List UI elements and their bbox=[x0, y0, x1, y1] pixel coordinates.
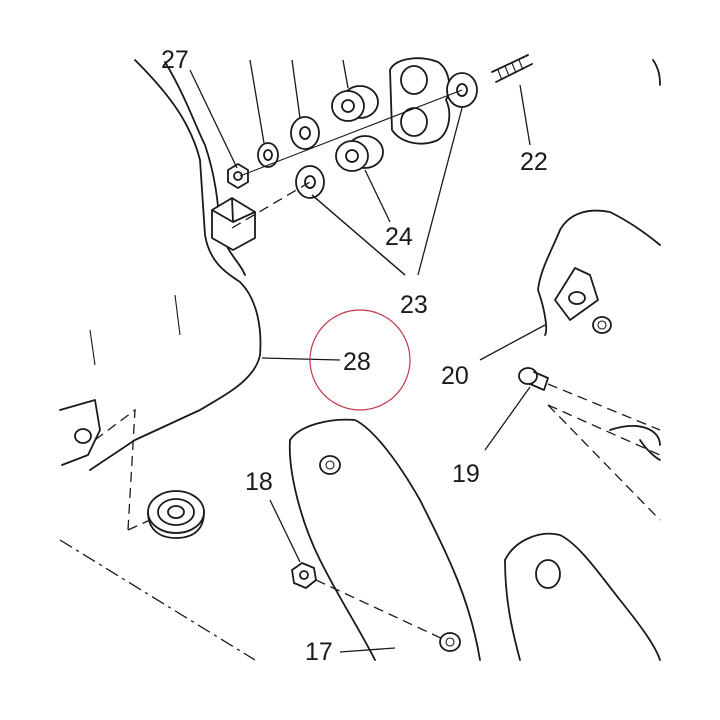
callout-17: 17 bbox=[305, 638, 333, 666]
right-lower-panel bbox=[504, 425, 661, 661]
hardware-stack bbox=[227, 54, 533, 229]
leader-lines bbox=[189, 59, 546, 653]
lower-guard bbox=[288, 418, 481, 661]
side-cover bbox=[537, 59, 661, 336]
callout-18: 18 bbox=[245, 468, 273, 496]
callout-23: 23 bbox=[400, 291, 428, 319]
assembly-lines bbox=[59, 408, 256, 661]
spacer-block bbox=[211, 197, 256, 251]
bolt-19 bbox=[518, 367, 661, 521]
nut-18 bbox=[291, 562, 446, 641]
callout-27: 27 bbox=[161, 46, 189, 74]
callout-28: 28 bbox=[343, 348, 371, 376]
callout-19: 19 bbox=[452, 460, 480, 488]
highlight-circle bbox=[309, 309, 411, 411]
callout-20: 20 bbox=[441, 362, 469, 390]
frame-bracket bbox=[59, 59, 262, 471]
rubber-grommet bbox=[147, 490, 205, 539]
callout-22: 22 bbox=[520, 148, 548, 176]
callout-24: 24 bbox=[385, 223, 413, 251]
